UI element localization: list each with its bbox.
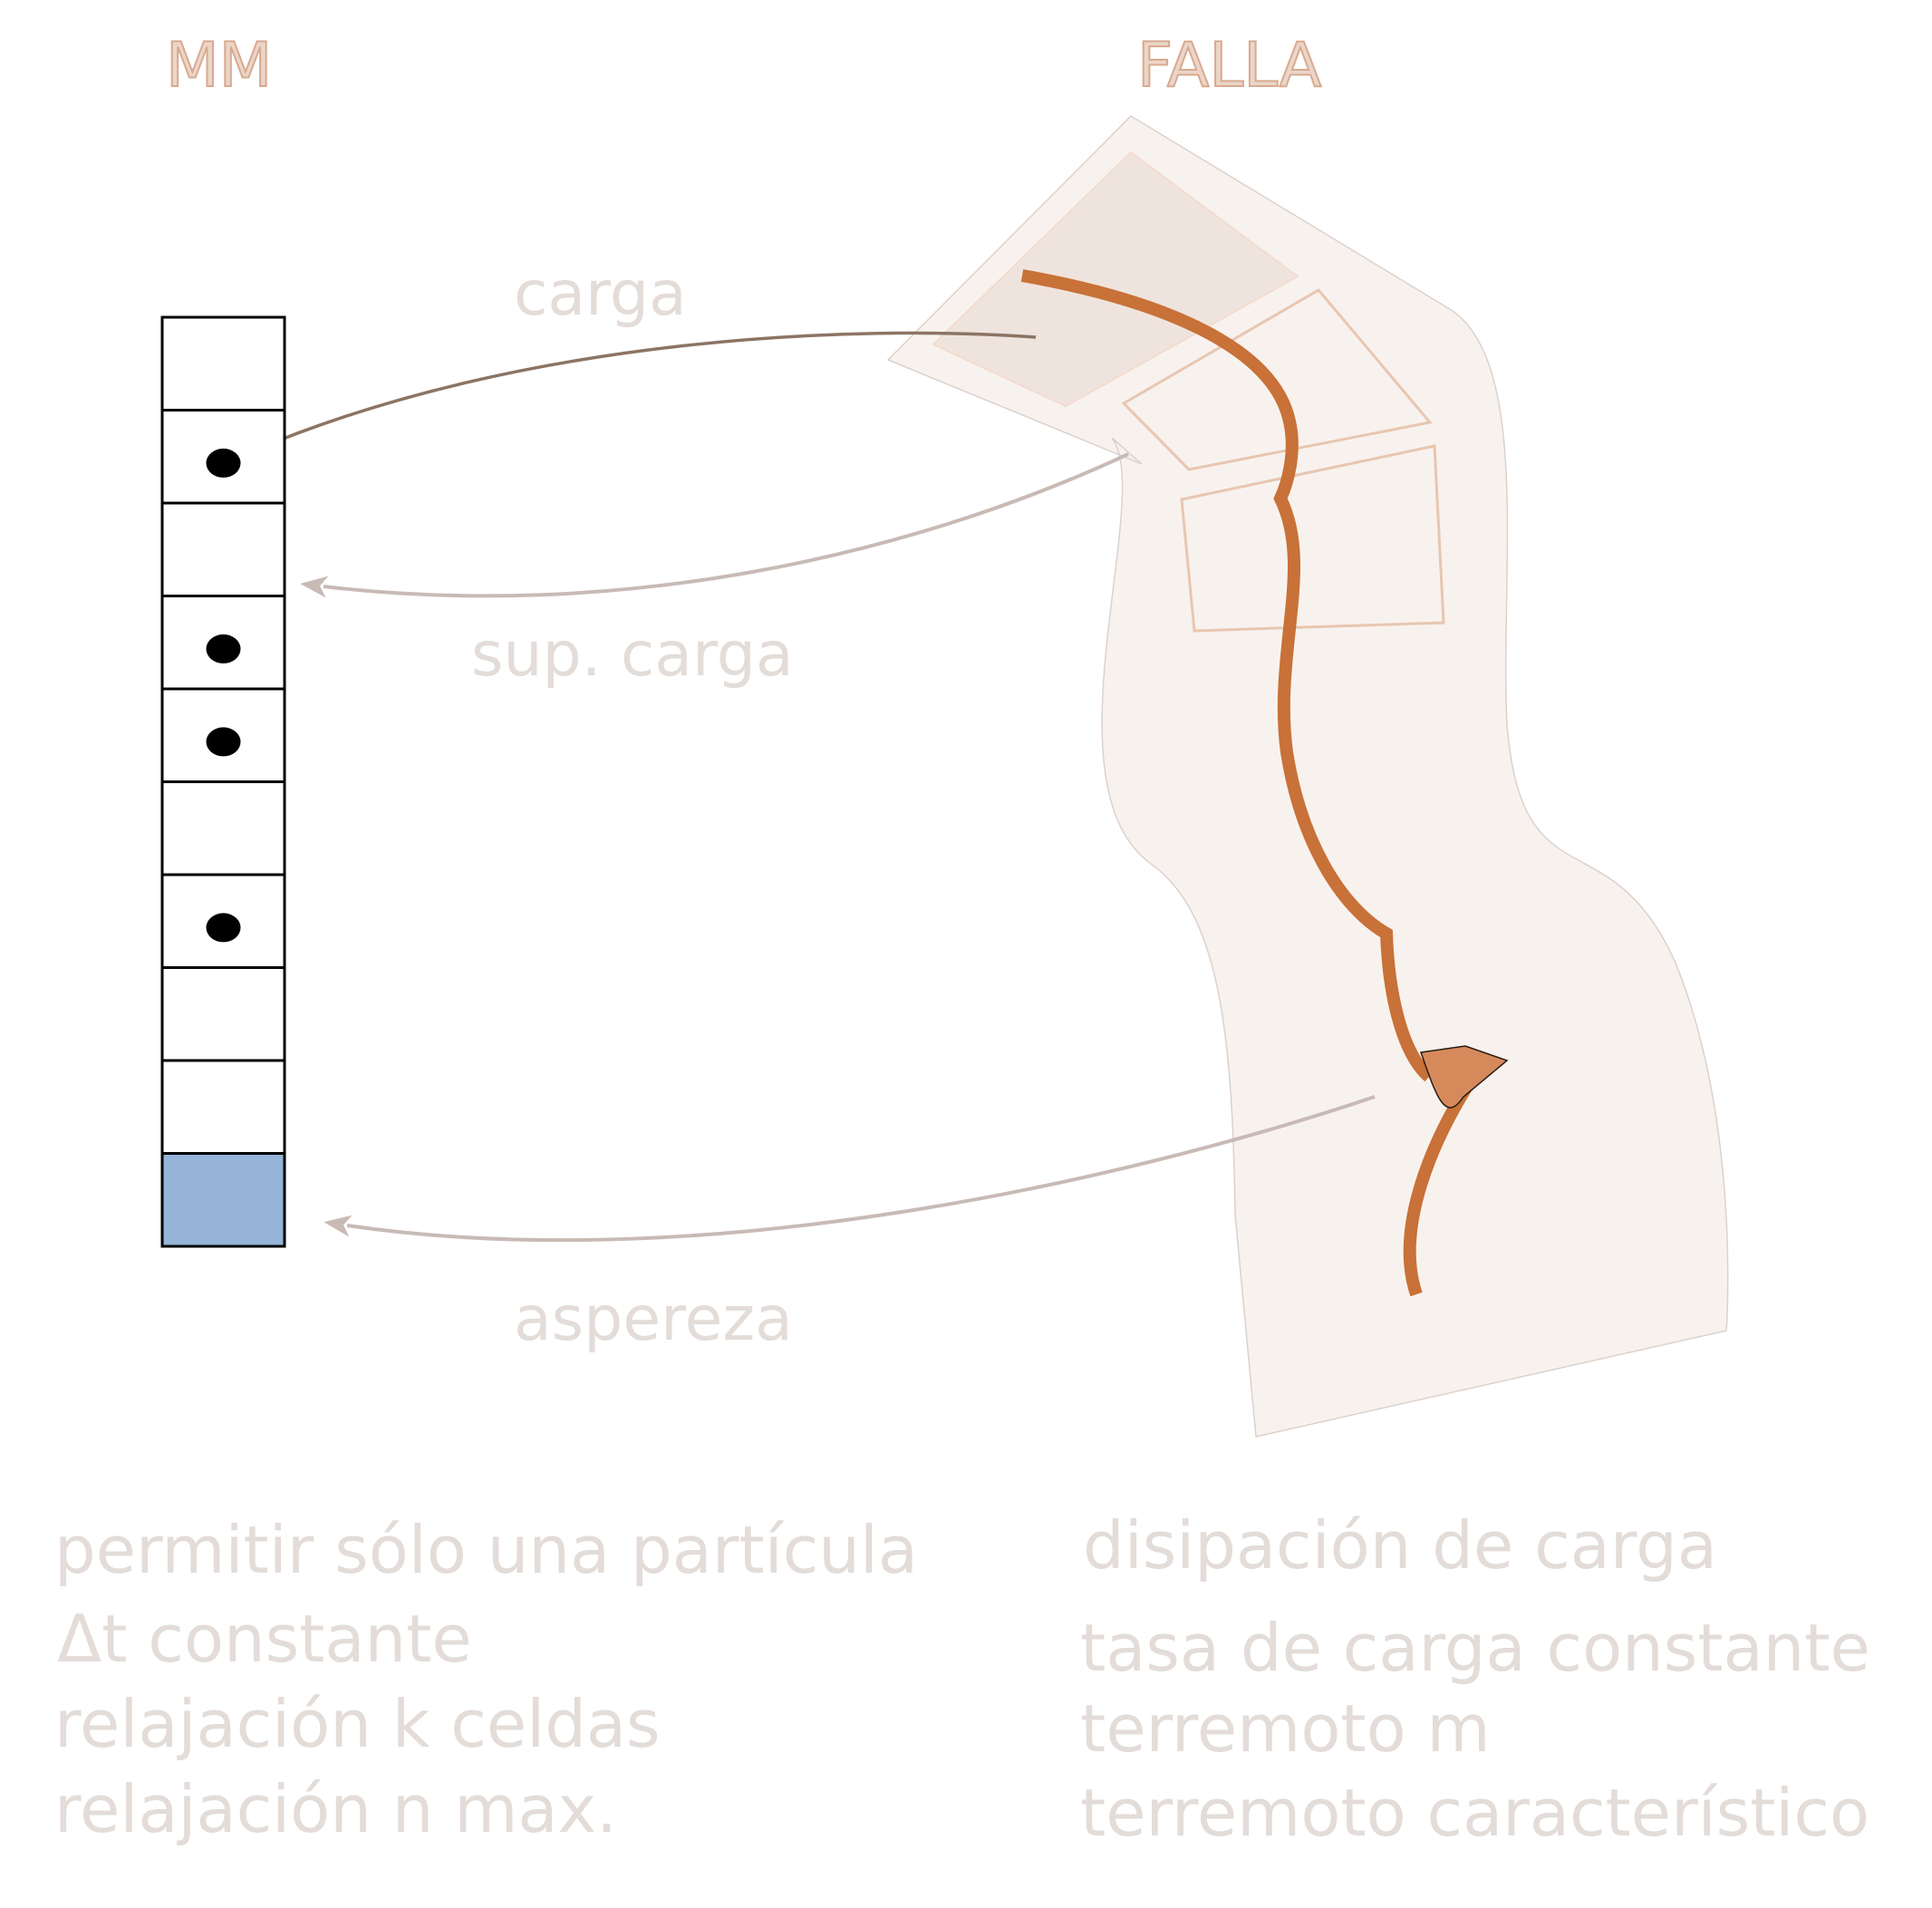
note-right-1: disipación de carga (1083, 1507, 1717, 1584)
arrow-load (230, 331, 1037, 461)
fault-patch-middle (1121, 288, 1433, 471)
label-asperity: aspereza (514, 1283, 793, 1355)
asperity-cell (160, 1152, 286, 1248)
cell-column (160, 315, 286, 1248)
cell (160, 315, 286, 412)
fault-sheet (886, 115, 1729, 1438)
header-mm: MM (166, 30, 272, 102)
cell (160, 780, 286, 877)
particle-dot (206, 634, 241, 663)
notes-left: permitir sólo una partícula Δt constante… (54, 1512, 918, 1847)
note-right-3: terremoto m (1080, 1690, 1491, 1767)
fault-rupture-line (1020, 269, 1472, 1297)
particle-dot (206, 913, 241, 943)
particle-dot (206, 448, 241, 478)
cell (160, 501, 286, 597)
particle-dot (206, 727, 241, 757)
fault-patch-lower (1180, 444, 1445, 633)
asperity-shape (1419, 1045, 1509, 1109)
label-super-load: sup. carga (471, 619, 794, 691)
cell (160, 1059, 286, 1155)
note-right-2: tasa de carga constante (1080, 1610, 1870, 1686)
note-left-2: Δt constante (57, 1601, 472, 1677)
header-falla: FALLA (1137, 30, 1321, 102)
notes-right: disipación de carga tasa de carga consta… (1080, 1507, 1870, 1851)
fault-zone (886, 115, 1729, 1438)
note-left-4: relajación n max. (54, 1771, 617, 1847)
note-left-3: relajación k celdas (54, 1686, 661, 1762)
note-left-1: permitir sólo una partícula (54, 1512, 918, 1588)
label-load: carga (514, 258, 687, 330)
arrow-super-load (300, 452, 1129, 598)
arrow-asperity (324, 1095, 1376, 1243)
note-right-4: terremoto característico (1080, 1775, 1869, 1851)
fault-patch-top (932, 150, 1299, 408)
cell (160, 966, 286, 1062)
